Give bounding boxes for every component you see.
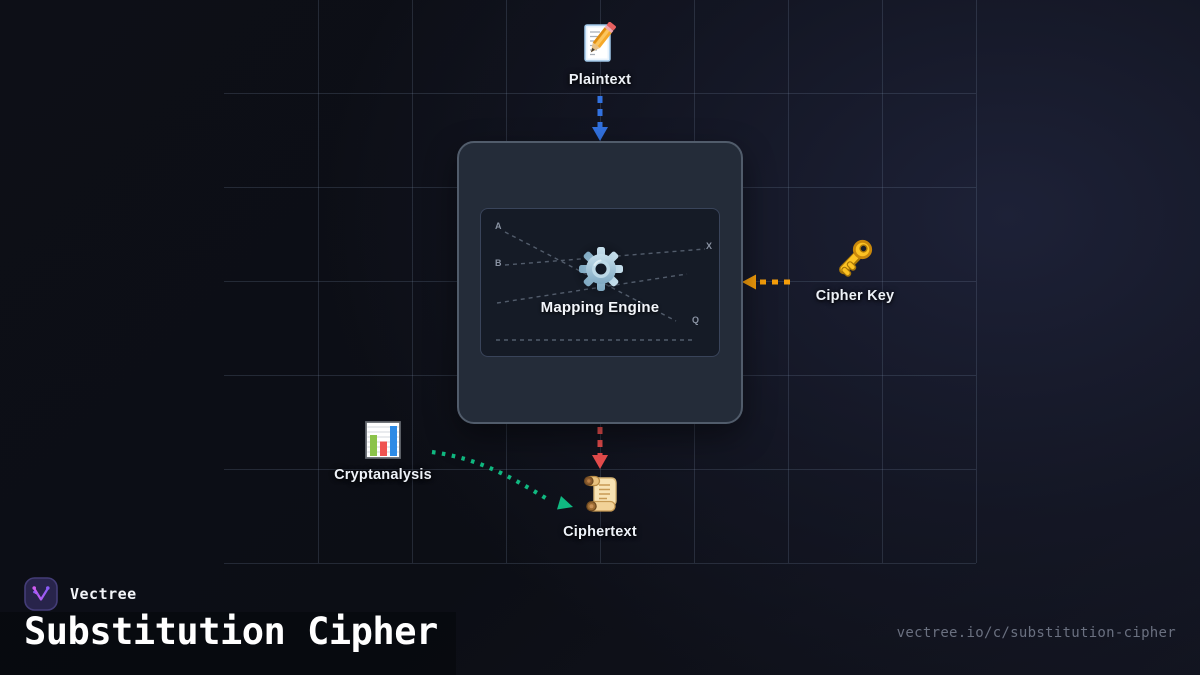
grid-hline — [224, 93, 976, 94]
brand-name: Vectree — [70, 585, 137, 603]
grid-vline — [318, 0, 319, 563]
node-ciphertext-label: Ciphertext — [563, 524, 637, 540]
mapping-letter-x: X — [706, 241, 713, 251]
scroll-icon — [584, 475, 617, 512]
node-plaintext-label: Plaintext — [568, 72, 632, 88]
grid-vline — [976, 0, 977, 563]
mapping-letter-b: B — [495, 258, 502, 268]
page-url: vectree.io/c/substitution-cipher — [896, 625, 1176, 641]
grid-hline — [224, 563, 976, 564]
grid-vline — [882, 0, 883, 563]
mapping-engine-panel: A B X Q Mapping Engine — [480, 208, 720, 357]
brand-row: Vectree — [24, 577, 137, 611]
page-title: Substitution Cipher — [24, 610, 438, 653]
grid-vline — [412, 0, 413, 563]
title-scrim — [0, 612, 456, 675]
gear-icon — [579, 247, 623, 291]
key-icon — [839, 239, 873, 277]
mapping-letter-a: A — [495, 221, 502, 231]
node-cipher-key-label: Cipher Key — [815, 288, 895, 304]
grid-hline — [224, 469, 976, 470]
bar-chart-icon — [365, 421, 401, 459]
mapping-engine-label: Mapping Engine — [540, 299, 660, 316]
vectree-logo-icon — [24, 577, 58, 611]
node-cryptanalysis-label: Cryptanalysis — [334, 467, 432, 483]
memo-icon — [584, 22, 616, 62]
mapping-letter-q: Q — [692, 315, 700, 325]
